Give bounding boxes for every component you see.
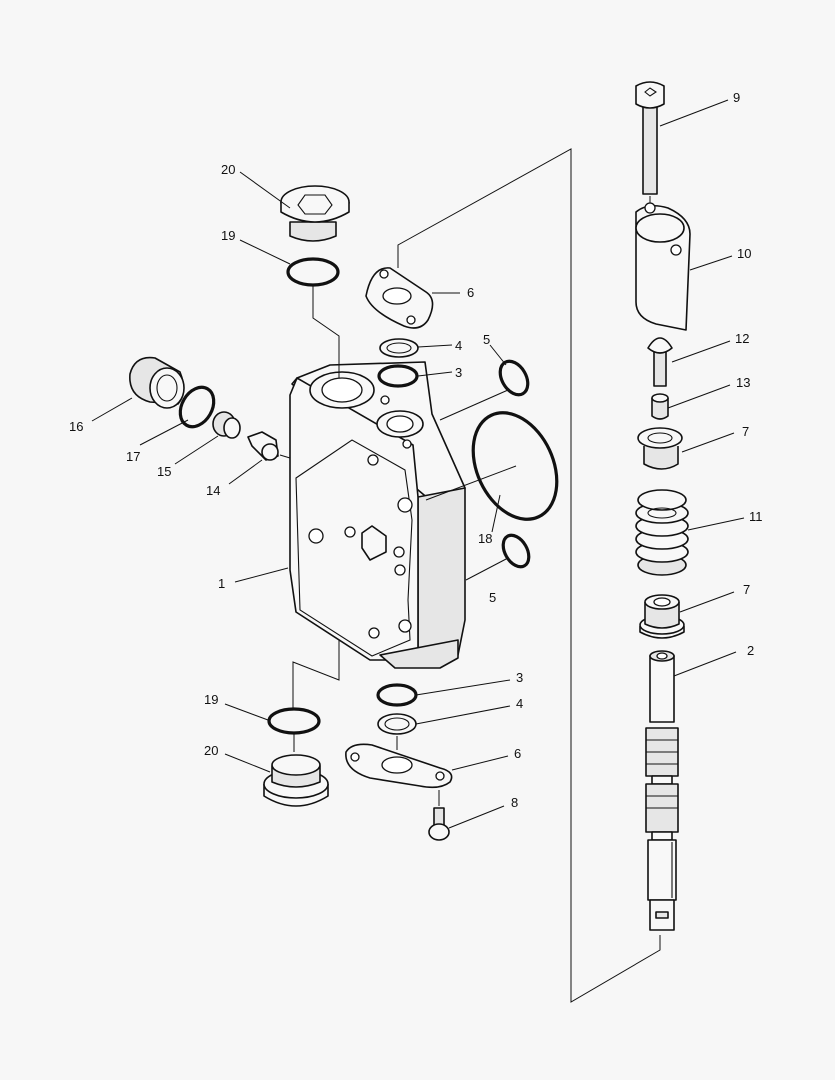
spring-cap-10 xyxy=(635,202,691,331)
bushing-13 xyxy=(651,393,669,420)
callout-19-lower: 19 xyxy=(204,692,218,707)
callout-12: 12 xyxy=(735,331,749,346)
callout-11: 11 xyxy=(749,509,763,524)
o-ring-lower-3 xyxy=(376,683,418,707)
spring-seat-lower-7 xyxy=(639,594,685,639)
callout-16: 16 xyxy=(69,419,83,434)
valve-body xyxy=(289,361,466,669)
callout-6-upper: 6 xyxy=(467,285,474,300)
spring-15 xyxy=(212,411,241,439)
relief-cap-16 xyxy=(129,356,185,409)
spring-11 xyxy=(635,489,689,576)
o-ring-upper-19 xyxy=(286,257,340,287)
callout-labels: 1 2 3 3 4 4 5 5 6 6 7 7 8 9 10 11 12 13 … xyxy=(69,90,763,810)
check-poppet-12 xyxy=(647,337,673,387)
callout-1: 1 xyxy=(218,576,225,591)
callout-9: 9 xyxy=(733,90,740,105)
callout-6-lower: 6 xyxy=(514,746,521,761)
callout-15: 15 xyxy=(157,464,171,479)
leader-plug-upper-axis xyxy=(312,286,340,378)
callout-10: 10 xyxy=(737,246,751,261)
callout-4-lower: 4 xyxy=(516,696,523,711)
backup-ring-lower-4 xyxy=(377,713,417,735)
callout-leaders xyxy=(91,99,745,829)
leader-plug-lower-axis xyxy=(292,640,340,708)
callout-5-lower: 5 xyxy=(489,590,496,605)
o-ring-17 xyxy=(178,385,216,429)
o-ring-lower-5 xyxy=(501,533,531,569)
callout-20-lower: 20 xyxy=(204,743,218,758)
spring-seat-upper-7 xyxy=(637,427,683,470)
callout-19-upper: 19 xyxy=(221,228,235,243)
callout-14: 14 xyxy=(206,483,220,498)
callout-3-lower: 3 xyxy=(516,670,523,685)
bolt-8 xyxy=(428,807,450,841)
callout-3-upper: 3 xyxy=(455,365,462,380)
flange-upper-6 xyxy=(365,267,434,329)
assembly-bracket-line xyxy=(397,148,661,1003)
callout-7-lower: 7 xyxy=(743,582,750,597)
callout-7-upper: 7 xyxy=(742,424,749,439)
poppet-14 xyxy=(247,431,279,461)
callout-20-upper: 20 xyxy=(221,162,235,177)
plug-upper xyxy=(280,185,350,242)
o-ring-upper-5 xyxy=(498,359,530,397)
callout-17: 17 xyxy=(126,449,140,464)
leader-poppet-axis xyxy=(279,454,291,459)
plug-lower xyxy=(263,754,329,807)
o-ring-upper-3 xyxy=(377,364,419,388)
callout-18: 18 xyxy=(478,531,492,546)
backup-ring-upper-4 xyxy=(379,338,419,358)
o-ring-18 xyxy=(471,411,559,521)
flange-lower-6 xyxy=(345,743,453,789)
callout-5-upper: 5 xyxy=(483,332,490,347)
callout-13: 13 xyxy=(736,375,750,390)
cap-bolt-9 xyxy=(635,81,665,195)
callout-8: 8 xyxy=(511,795,518,810)
callout-2: 2 xyxy=(747,643,754,658)
callout-4-upper: 4 xyxy=(455,338,462,353)
o-ring-lower-19 xyxy=(267,707,321,735)
spool-2 xyxy=(645,650,679,931)
